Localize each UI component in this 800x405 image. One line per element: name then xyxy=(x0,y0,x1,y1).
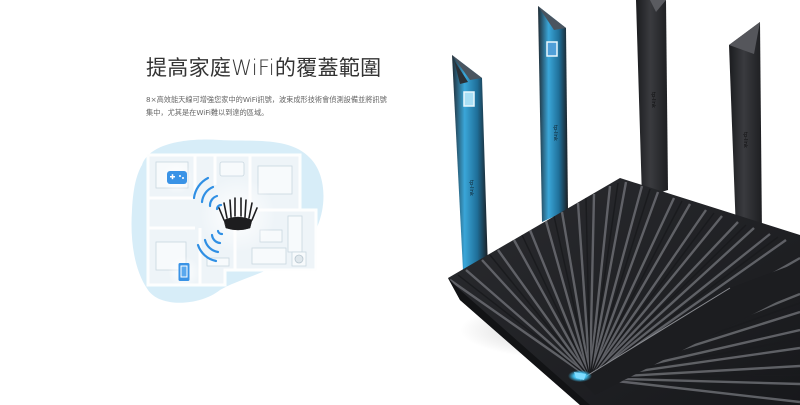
gamepad-icon xyxy=(161,162,193,194)
feature-copy: 提高家庭WiFi的覆蓋範圍 8×高效能天線可增強您家中的WiFi訊號，波束成形技… xyxy=(146,54,406,119)
coverage-floorplan-illustration xyxy=(120,130,340,310)
antenna-2: tp-link xyxy=(538,6,568,222)
svg-text:tp-link: tp-link xyxy=(742,132,748,148)
smartphone-icon xyxy=(168,256,200,288)
feature-description: 8×高效能天線可增強您家中的WiFi訊號，波束成形技術會偵測設備並將訊號集中，尤… xyxy=(146,95,387,117)
antenna-3: tp-link xyxy=(636,0,668,198)
svg-text:tp-link: tp-link xyxy=(552,125,558,141)
antenna-1: tp-link xyxy=(452,55,488,290)
antenna-4: tp-link xyxy=(729,22,762,236)
feature-headline: 提高家庭WiFi的覆蓋範圍 xyxy=(146,56,382,80)
router-mini-icon xyxy=(218,197,258,231)
svg-text:tp-link: tp-link xyxy=(650,92,656,108)
router-product-image: tp-link tp-link tp-link tp-link xyxy=(430,0,800,405)
svg-text:tp-link: tp-link xyxy=(468,180,474,196)
router-body xyxy=(448,178,800,405)
